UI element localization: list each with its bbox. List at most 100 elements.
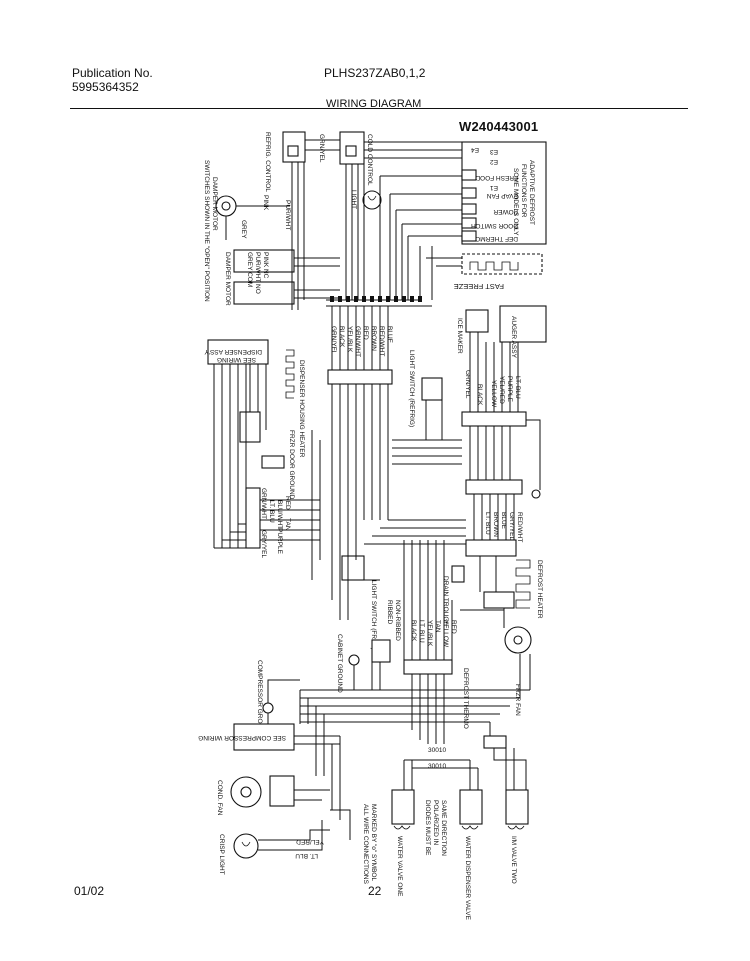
ice-valve-label: I/M VALVE TWO — [510, 836, 517, 884]
see-compressor-wiring: SEE COMPRESSOR WIRING — [198, 723, 295, 751]
publication-number: 5995364352 — [72, 80, 139, 94]
right-lower-connector: LT. BLU BROWN BLUE GRY/YEL RED/WHT — [465, 479, 523, 542]
left-red: RED — [284, 496, 291, 510]
adaptive-defrost-board: E4 E3 E2 FRESH FOOD E1 EVAP FAN POWER DO… — [461, 141, 547, 245]
grey-label: GREY — [240, 220, 247, 239]
power-label: POWER — [493, 208, 518, 215]
see-compressor-label: SEE COMPRESSOR WIRING — [198, 734, 286, 741]
bc-tan: TAN — [434, 620, 441, 633]
drain-trough: DRAIN TROUGH — [442, 565, 465, 626]
light-switch-refrig-label: LIGHT SWITCH (REFRIG) — [408, 350, 415, 427]
bc-yellow: YELLOW — [442, 620, 449, 648]
auger-assy-label: AUGER ASSY — [510, 316, 517, 359]
publication-label: Publication No. — [72, 66, 153, 80]
frzr-door-ground-label: FRZR DOOR GROUND — [288, 430, 295, 500]
wire-red: RED — [362, 326, 369, 340]
code-30010-b: 30010 — [428, 763, 446, 770]
wire-yel-blk: YEL/BLK — [346, 326, 353, 353]
damper-motor-2-label: DAMPER MOTOR — [224, 252, 231, 306]
cond-fan-label: COND. FAN — [216, 780, 223, 816]
model-number: PLHS237ZAB0,1,2 — [324, 66, 426, 80]
refrig-light: LIGHT — [350, 190, 382, 210]
pur-wht-no-label: PUR/WHT NO — [254, 252, 261, 294]
rl-blue: BLUE — [500, 512, 507, 530]
ice-maker-label: ICE MAKER — [456, 318, 463, 354]
light-switch-frzr: LIGHT SWITCH (FRZR) — [341, 555, 377, 650]
same-direction-label: SAME DIRECTION — [440, 800, 447, 856]
refrig-control-label: REFRIG. CONTROL — [264, 132, 271, 192]
housing-heater-coil — [285, 349, 295, 399]
header-rule — [70, 108, 688, 109]
rl-brown: BROWN — [492, 512, 499, 537]
frzr-fan: FRZR FAN — [504, 626, 532, 716]
bc-yel-blk: YEL/BLK — [426, 620, 433, 647]
pink-label: PINK — [262, 195, 269, 211]
dispenser-assy: DISPENSER ASS'Y SEE WIRING — [204, 339, 269, 365]
marked-by-label: MARKED BY "o" SYMBOL — [370, 804, 377, 881]
defrost-heater: DEFROST HEATER — [465, 539, 543, 619]
grey-com-label: GREY COM — [246, 252, 253, 287]
left-connector: GRN/WHT RED LT. BLU BLU/WHT TAN PURPLE G… — [245, 487, 291, 558]
fast-freeze-label: FAST FREEZE — [454, 282, 504, 291]
water-valve-one-label: WATER VALVE ONE — [396, 836, 403, 897]
cond-fan: COND. FAN — [216, 775, 295, 816]
cold-control-label: COLD CONTROL — [366, 134, 373, 186]
ribbed-label: RIBBED — [386, 600, 393, 625]
refrig-control: REFRIG. CONTROL — [264, 131, 306, 192]
crisp-light: CRISP LIGHT — [218, 833, 259, 875]
e2-label: E2 — [490, 158, 498, 165]
diagram-title: WIRING DIAGRAM — [326, 98, 422, 110]
dispenser-switch-a — [239, 411, 261, 443]
footer-date: 01/02 — [74, 884, 105, 898]
left-gry-yel: GRY/YEL — [260, 530, 267, 558]
all-wire-label: ALL WIRE CONNECTIONS — [362, 804, 369, 885]
drain-trough-label: DRAIN TROUGH — [442, 576, 449, 626]
page-number: 22 — [368, 884, 382, 898]
bottom-center-connector: BLACK LT. BLU YEL/BLK TAN YELLOW RED — [403, 620, 457, 675]
light-switch-refrig: LIGHT SWITCH (REFRIG) — [408, 350, 443, 427]
non-ribbed-label: NON-RIBBED — [394, 600, 401, 641]
wire-brown: BROWN — [370, 326, 377, 351]
adaptive-defrost-label: ADAPTIVE DEFROST — [528, 160, 535, 225]
drawing-id: W240443001 — [459, 119, 539, 134]
lt-blu-label: LT. BLU — [295, 852, 318, 859]
crisp-light-label: CRISP LIGHT — [218, 834, 225, 875]
fresh-food-label: FRESH FOOD — [475, 174, 518, 181]
dispenser-housing-heater-label: DISPENSER HOUSING HEATER — [298, 360, 305, 458]
open-position-label: SWITCHES SHOWN IN THE "OPEN" POSITION — [203, 160, 210, 302]
auger-assy: AUGER ASSY — [499, 305, 547, 359]
wire-grn-yel: GRN/YEL — [330, 326, 337, 355]
fast-freeze: FAST FREEZE — [454, 253, 543, 291]
compressor-ground-label: COMPRESSOR GROUND — [256, 660, 263, 738]
junction-pins — [330, 296, 422, 302]
center-connector: GRN/YEL BLACK YEL/BLK GRN/WHT RED BROWN … — [327, 326, 393, 385]
damper-switches: GREY COM PUR/WHT NO PINK NC DAMPER MOTOR — [224, 249, 295, 306]
right-grn-yel: GRN/YEL — [464, 370, 471, 399]
ice-maker: ICE MAKER — [456, 309, 489, 354]
frzr-door-ground-lug — [261, 455, 285, 469]
rl-gry-yel: GRY/YEL — [508, 512, 515, 540]
bc-lt-blu: LT. BLU — [418, 620, 425, 643]
bc-red: RED — [450, 620, 457, 634]
door-switch-label: DOOR SWITCH — [471, 222, 518, 229]
diodes-must-be-label: DIODES MUST BE — [424, 800, 431, 856]
wire-black: BLACK — [338, 326, 345, 348]
water-dispenser-valve-label: WATER DISPENSER VALVE — [464, 836, 471, 921]
cold-control: COLD CONTROL — [339, 131, 373, 186]
some-models-label: SOME MODELS ONLY — [512, 168, 519, 236]
defrost-heater-label: DEFROST HEATER — [536, 560, 543, 619]
ground-screw-right — [531, 489, 541, 499]
pink-nc-label: PINK NC — [262, 252, 269, 279]
e4-label: E4 — [471, 146, 479, 153]
yel-red-label: YEL/RED — [296, 838, 324, 845]
def-thermo-label: DEF THERMO — [475, 235, 518, 242]
wire-grn-wht: GRN/WHT — [354, 326, 361, 357]
defrost-terminal — [483, 591, 515, 609]
wires — [213, 139, 541, 851]
rl-red-wht: RED/WHT — [516, 512, 523, 542]
wire-red-wht: RED/WHT — [378, 326, 385, 356]
left-grn-wht: GRN/WHT — [260, 488, 267, 519]
e3-label: E3 — [490, 148, 498, 155]
code-30010-a: 30010 — [428, 747, 446, 754]
wire-blue: BLUE — [386, 326, 393, 344]
